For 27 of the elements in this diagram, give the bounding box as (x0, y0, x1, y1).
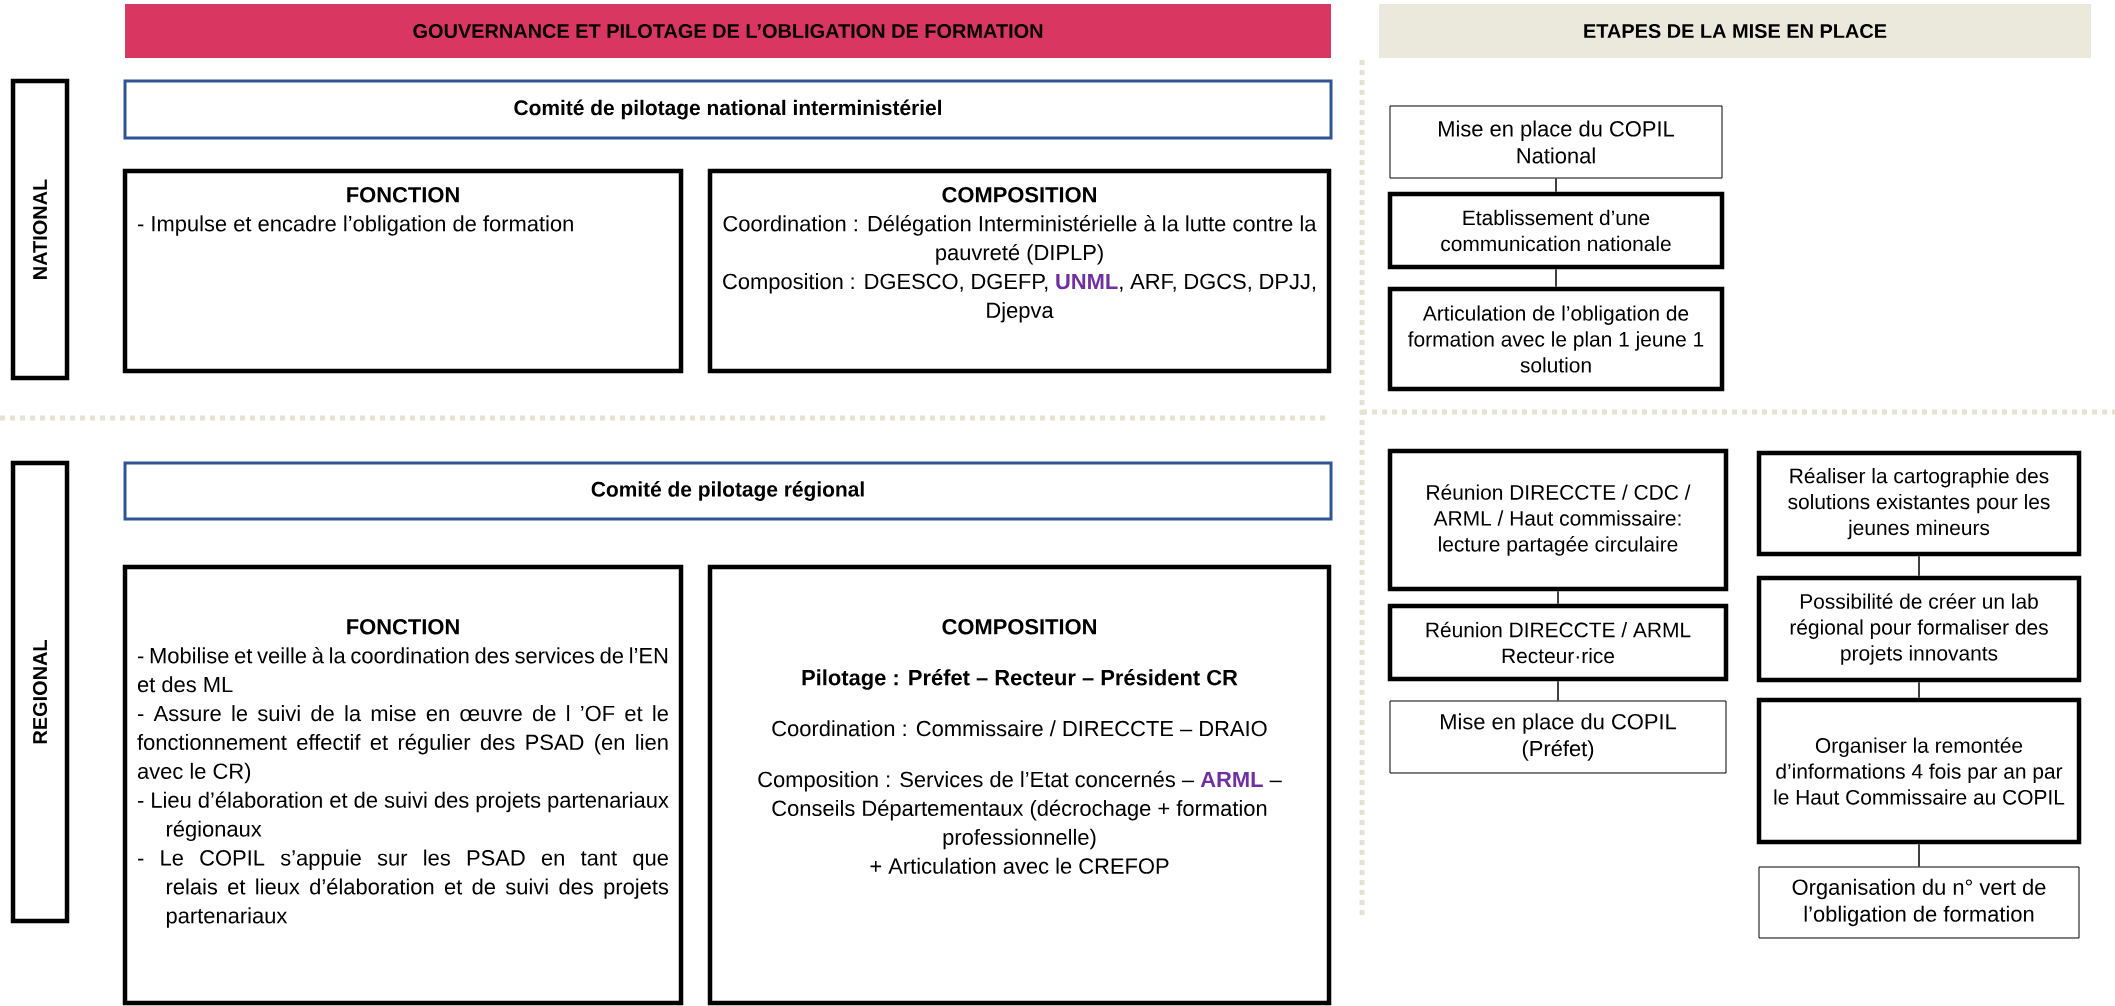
connector-line (1918, 681, 1920, 699)
committee-box: Comité de pilotage régional (123, 461, 1333, 521)
info-box: FONCTION - Impulse et encadre l’obligation de formation (122, 168, 684, 374)
committee-box: Comité de pilotage national interministériel (123, 79, 1333, 140)
step-box: Etablissement d’une communication nationale (1387, 191, 1725, 270)
step-box: Mise en place du COPIL National (1389, 105, 1723, 179)
connector-line (1918, 843, 1920, 868)
connector-line (1557, 680, 1559, 702)
connector-line (1555, 177, 1557, 193)
info-box: FONCTION - Mobilise et veille à la coordination des services de l’EN et des ML - Assure le suivi de la mise en œuvre de l ’OF et le fonctionnement effectif et régulier des PSAD (en lien avec le CR) - Lieu d’élaboration et de suivi des projets partenariaux régionaux - Le COPIL s’appuie sur les PSAD en tant que relais et lieux d’élaboration et de suivi des projets partenariaux (122, 564, 684, 1006)
step-box: Réaliser la cartographie des solutions existantes pour les jeunes mineurs (1756, 450, 2082, 557)
step-box: Organisation du n° vert de l’obligation de formation (1758, 866, 2080, 939)
level-label-box: REGIONAL (10, 460, 70, 924)
step-box: Réunion DIRECCTE / CDC / ARML / Haut commissaire: lecture partagée circulaire (1387, 448, 1729, 592)
header-band: GOUVERNANCE ET PILOTAGE DE L’OBLIGATION DE FORMATION (125, 4, 1331, 58)
step-box: Possibilité de créer un lab régional pour formaliser des projets innovants (1756, 575, 2082, 683)
connector-line (1918, 555, 1920, 577)
step-box: Réunion DIRECCTE / ARML Recteur·rice (1387, 603, 1729, 682)
info-box: COMPOSITION Pilotage : Préfet – Recteur – Président CR Coordination : Commissaire / DIRECCTE – DRAIO Composition : Services de l’Etat concernés – ARML – Conseils Départementaux (décrochage + formation professionnelle) + Articulation avec le CREFOP (707, 564, 1332, 1006)
level-label-box: NATIONAL (10, 78, 70, 381)
step-box: Mise en place du COPIL (Préfet) (1389, 700, 1727, 774)
connector-line (1555, 268, 1557, 288)
step-box: Organiser la remontée d’informations 4 fois par an par le Haut Commissaire au COPIL (1756, 697, 2082, 845)
connector-line (1557, 590, 1559, 605)
step-box: Articulation de l’obligation de formation avec le plan 1 jeune 1 solution (1387, 286, 1725, 392)
header-band: ETAPES DE LA MISE EN PLACE (1379, 4, 2091, 58)
info-box: COMPOSITION Coordination : Délégation Interministérielle à la lutte contre la pauvreté (DIPLP) Composition : DGESCO, DGEFP, UNML, ARF, DGCS, DPJJ, Djepva (707, 168, 1332, 374)
